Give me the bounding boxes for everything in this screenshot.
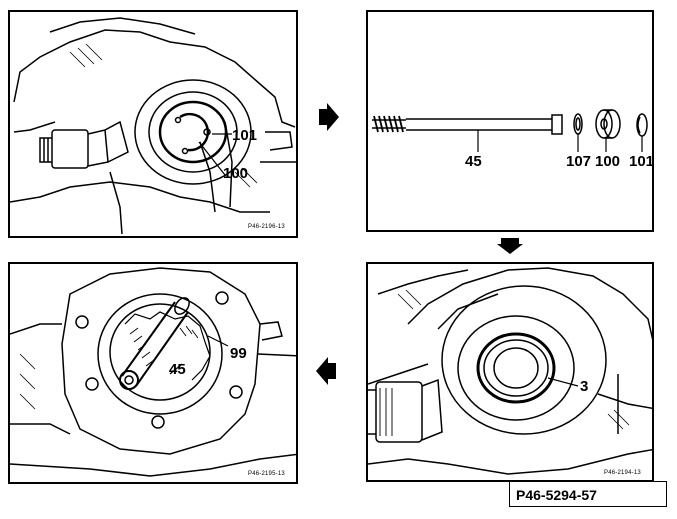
callout-101: 101 xyxy=(232,127,258,144)
panel-reference: P46-2194-13 xyxy=(604,470,641,476)
callout-3: 3 xyxy=(580,378,589,395)
panel-insert-tool: 45 99 P46-2195-13 xyxy=(8,262,298,484)
callout-100: 100 xyxy=(595,153,621,170)
panel-parts-layout: 45 107 100 101 xyxy=(366,10,654,232)
figure-id: P46-5294-57 xyxy=(516,487,597,503)
arrow-right-icon xyxy=(319,103,339,131)
callout-100: 100 xyxy=(223,165,249,182)
panel-reference: P46-2196-13 xyxy=(248,224,285,230)
callout-107: 107 xyxy=(566,153,592,170)
callout-45: 45 xyxy=(169,361,186,378)
panel-install-seal: 3 P46-2194-13 xyxy=(366,262,654,482)
panel-reference: P46-2195-13 xyxy=(248,471,285,477)
callout-45: 45 xyxy=(465,153,482,170)
callout-101: 101 xyxy=(629,153,654,170)
housing-illustration-1 xyxy=(10,17,296,235)
panel-remove-circlip: 101 100 P46-2196-13 xyxy=(8,10,298,238)
parts-illustration xyxy=(372,109,648,152)
arrow-left-icon xyxy=(316,357,336,385)
arrow-down-icon xyxy=(497,238,523,254)
housing-illustration-3 xyxy=(10,267,296,477)
housing-illustration-2 xyxy=(368,267,652,475)
figure-id-box: P46-5294-57 xyxy=(509,481,667,507)
callout-99: 99 xyxy=(230,345,247,362)
